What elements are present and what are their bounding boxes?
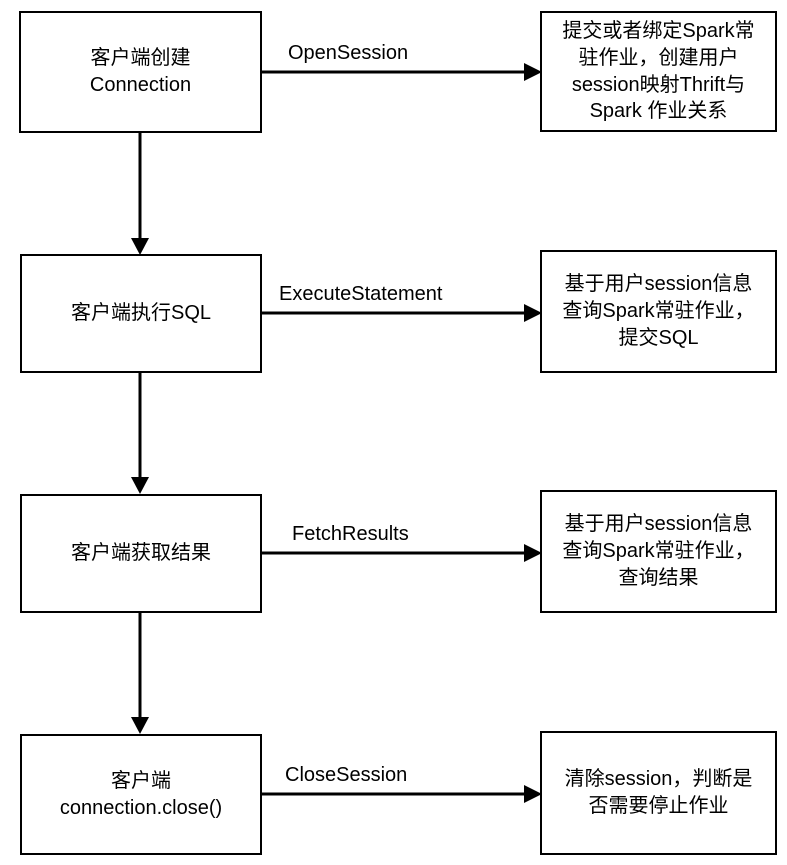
arrow-head-icon [131, 477, 149, 494]
edge-label-close-session: CloseSession [285, 765, 407, 785]
edge-label-open-session: OpenSession [288, 43, 408, 63]
edge-label-text: FetchResults [292, 523, 409, 545]
process-node-client-close-connection[interactable]: 客户端 connection.close() [20, 734, 262, 855]
arrow-head-icon [131, 717, 149, 734]
node-label: 提交或者绑定Spark常 驻作业，创建用户 session映射Thrift与 S… [562, 19, 755, 123]
arrow-head-icon [131, 238, 149, 255]
description-node-open-session[interactable]: 提交或者绑定Spark常 驻作业，创建用户 session映射Thrift与 S… [540, 11, 777, 132]
node-label: 基于用户session信息 查询Spark常驻作业， 提交SQL [562, 273, 755, 349]
description-node-close-session[interactable]: 清除session，判断是 否需要停止作业 [540, 731, 777, 855]
edge-label-execute-statement: ExecuteStatement [279, 284, 442, 304]
node-label: 客户端 connection.close() [59, 769, 223, 819]
edge-label-fetch-results: FetchResults [292, 524, 409, 544]
connector-step1-to-step2 [131, 133, 149, 255]
node-label: 客户端创建 Connection [89, 47, 192, 96]
node-label: 基于用户session信息 查询Spark常驻作业， 查询结果 [562, 513, 755, 589]
arrow-fetch-results [262, 544, 542, 562]
connector-step2-to-step3 [131, 373, 149, 494]
arrow-execute-statement [262, 304, 542, 322]
node-label: 清除session，判断是 否需要停止作业 [564, 768, 753, 817]
arrow-head-icon [524, 544, 542, 562]
arrow-head-icon [524, 63, 542, 81]
edge-label-text: ExecuteStatement [279, 283, 443, 305]
description-node-execute-statement[interactable]: 基于用户session信息 查询Spark常驻作业， 提交SQL [540, 250, 777, 373]
process-node-client-execute-sql[interactable]: 客户端执行SQL [20, 254, 262, 373]
arrow-head-icon [524, 304, 542, 322]
arrow-open-session [262, 63, 542, 81]
edge-label-text: OpenSession [288, 42, 409, 64]
description-node-fetch-results[interactable]: 基于用户session信息 查询Spark常驻作业， 查询结果 [540, 490, 777, 613]
node-label: 客户端获取结果 [71, 542, 211, 565]
arrow-close-session [262, 785, 542, 803]
edge-label-text: CloseSession [285, 764, 408, 786]
arrow-head-icon [524, 785, 542, 803]
node-label: 客户端执行SQL [70, 302, 212, 325]
process-node-client-create-connection[interactable]: 客户端创建 Connection [19, 11, 262, 133]
process-node-client-fetch-results[interactable]: 客户端获取结果 [20, 494, 262, 613]
connector-step3-to-step4 [131, 613, 149, 734]
